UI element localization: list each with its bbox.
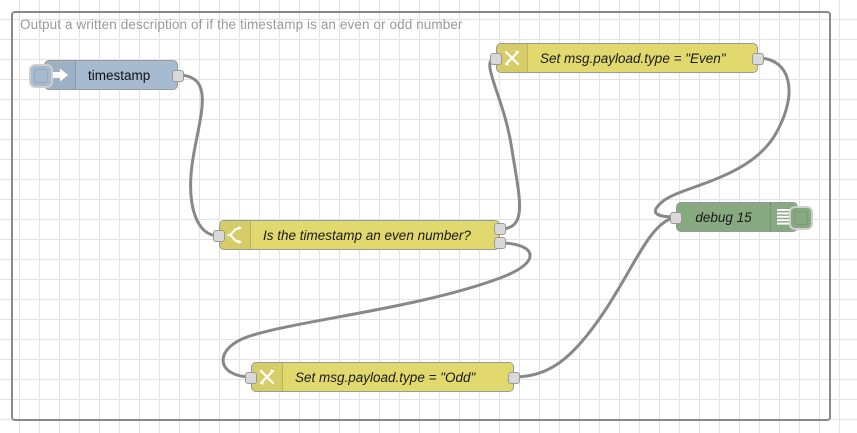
node-inject-timestamp[interactable]: timestamp: [29, 60, 184, 90]
node-input-port[interactable]: [213, 230, 225, 242]
shuffle-icon-box: [252, 363, 283, 391]
shuffle-icon: [504, 50, 520, 66]
flow-group-box[interactable]: [11, 11, 831, 421]
inject-trigger-button[interactable]: [29, 64, 53, 88]
node-change-odd[interactable]: Set msg.payload.type = "Odd": [245, 362, 520, 392]
debug-lines-icon-box: [770, 203, 797, 231]
node-output-port-0[interactable]: [172, 70, 184, 82]
shuffle-icon-box: [497, 44, 528, 72]
node-label: Is the timestamp an even number?: [263, 227, 471, 243]
node-output-port-0[interactable]: [508, 372, 520, 384]
shuffle-icon: [259, 369, 275, 385]
inject-arrow-icon: [52, 68, 68, 82]
node-input-port[interactable]: [490, 53, 502, 65]
branch-icon-box: [220, 221, 251, 249]
inject-trigger-button-inner: [34, 69, 48, 83]
node-label: debug 15: [695, 209, 752, 225]
node-change-even[interactable]: Set msg.payload.type = "Even": [490, 43, 764, 73]
node-label: timestamp: [88, 67, 151, 83]
node-output-port-0[interactable]: [752, 53, 764, 65]
node-output-port-1[interactable]: [494, 237, 506, 249]
debug-toggle-button-inner: [794, 211, 808, 225]
branch-icon: [226, 226, 242, 244]
node-label: Set msg.payload.type = "Odd": [295, 369, 476, 385]
node-debug-15[interactable]: debug 15: [670, 202, 813, 232]
node-switch-even-number[interactable]: Is the timestamp an even number?: [213, 220, 506, 250]
debug-toggle-button[interactable]: [789, 206, 813, 230]
node-input-port[interactable]: [245, 372, 257, 384]
node-input-port[interactable]: [670, 212, 682, 224]
node-label: Set msg.payload.type = "Even": [540, 50, 726, 66]
flow-group-label: Output a written description of if the t…: [20, 17, 463, 32]
node-output-port-0[interactable]: [494, 223, 506, 235]
debug-lines-icon: [777, 209, 791, 225]
